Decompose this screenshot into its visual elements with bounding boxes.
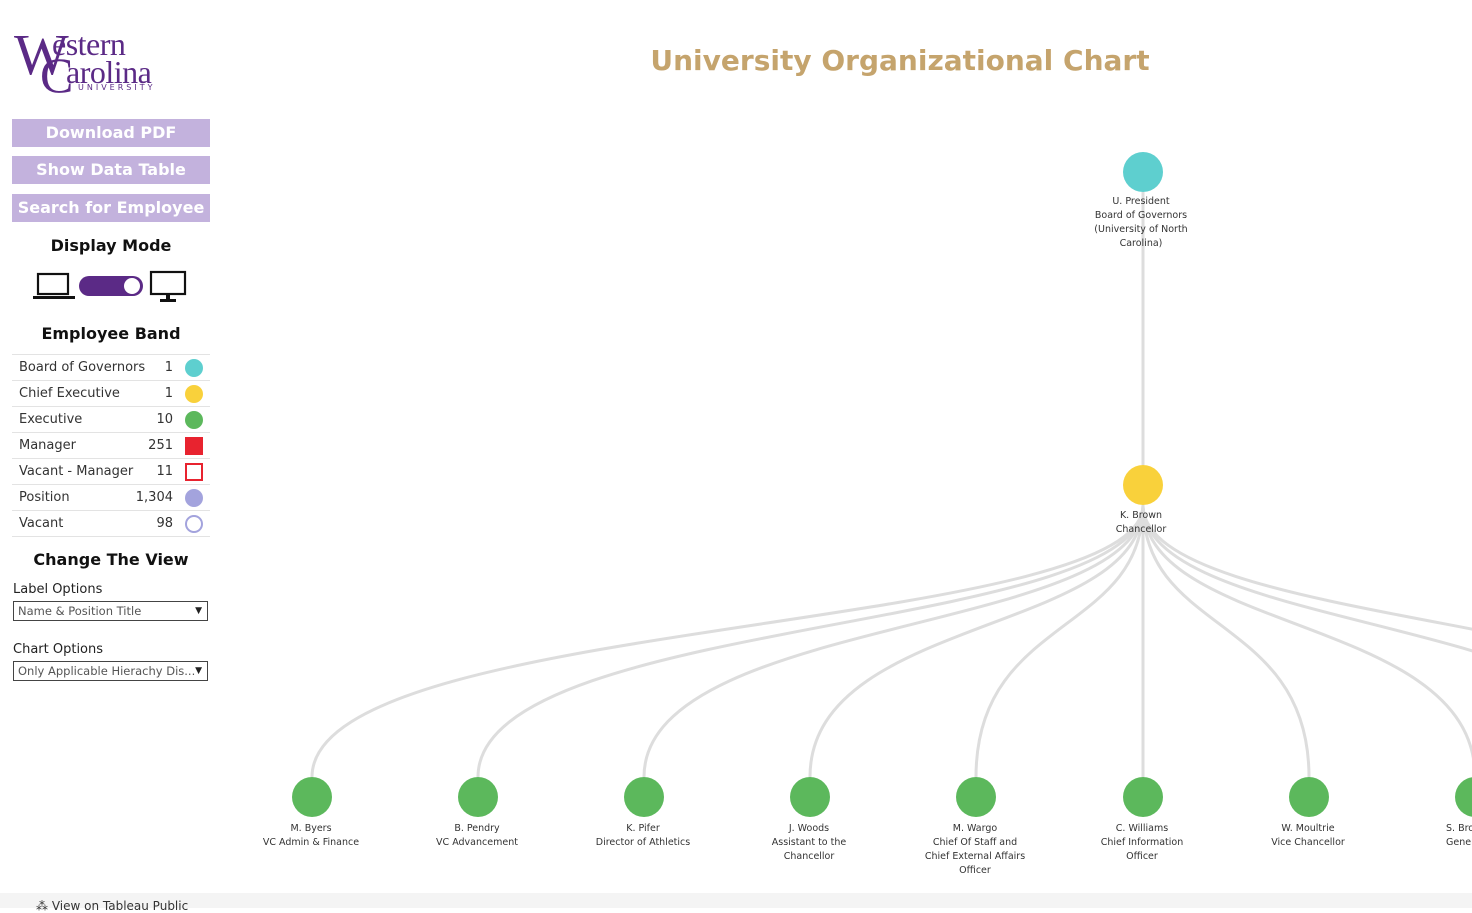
circle-mark-icon <box>185 359 203 377</box>
band-name: Position <box>19 490 70 505</box>
chart-options-select[interactable]: Only Applicable Hierachy Dis... ▼ <box>13 661 208 681</box>
logo-w: W <box>14 22 69 87</box>
org-link <box>974 504 1145 778</box>
org-node-executive[interactable] <box>956 777 996 817</box>
logo-line1: estern <box>52 26 126 62</box>
band-count: 1 <box>164 360 173 375</box>
band-row[interactable]: Chief Executive 1 <box>12 380 210 406</box>
band-row[interactable]: Position 1,304 <box>12 484 210 510</box>
logo-c: C <box>40 47 74 103</box>
org-link <box>310 504 1145 778</box>
band-name: Executive <box>19 412 83 427</box>
circle-mark-icon <box>185 515 203 533</box>
band-count: 251 <box>148 438 173 453</box>
band-row[interactable]: Board of Governors 1 <box>12 354 210 380</box>
band-count: 10 <box>156 412 173 427</box>
chart-options-value: Only Applicable Hierachy Dis... <box>18 664 196 678</box>
square-mark-icon <box>185 437 203 455</box>
org-node-executive[interactable] <box>292 777 332 817</box>
label-options-label: Label Options <box>13 582 103 597</box>
circle-mark-icon <box>185 489 203 507</box>
org-node-executive[interactable] <box>1455 777 1472 817</box>
org-link <box>1141 504 1472 760</box>
org-link <box>476 504 1145 778</box>
band-name: Vacant <box>19 516 64 531</box>
circle-mark-icon <box>185 385 203 403</box>
display-mode-title: Display Mode <box>50 236 172 255</box>
org-link <box>1141 504 1311 778</box>
org-link <box>808 504 1145 778</box>
band-row[interactable]: Vacant - Manager 11 <box>12 458 210 484</box>
band-name: Board of Governors <box>19 360 146 375</box>
logo-line2: arolina <box>66 54 152 90</box>
label-options-value: Name & Position Title <box>18 604 142 618</box>
band-row[interactable]: Vacant 98 <box>12 510 210 537</box>
chart-options-label: Chart Options <box>13 642 104 657</box>
monitor-icon[interactable] <box>149 270 189 304</box>
org-link <box>1141 504 1472 653</box>
org-link <box>1141 504 1472 631</box>
org-node-executive[interactable] <box>1123 777 1163 817</box>
tableau-icon: ⁂ <box>36 899 52 913</box>
org-node-executive-label: S. BroGeneral <box>1446 823 1472 848</box>
laptop-icon[interactable] <box>32 272 76 302</box>
footer-bar: ⁂ View on Tableau Public <box>0 893 1472 913</box>
toggle-knob <box>124 278 140 294</box>
change-view-title: Change The View <box>33 550 189 569</box>
band-count: 11 <box>156 464 173 479</box>
org-node-executive[interactable] <box>624 777 664 817</box>
org-node-executive[interactable] <box>458 777 498 817</box>
show-data-table-button[interactable]: Show Data Table <box>12 156 210 184</box>
download-pdf-button[interactable]: Download PDF <box>12 119 210 147</box>
band-name: Vacant - Manager <box>19 464 134 479</box>
org-node-root[interactable] <box>1123 152 1163 192</box>
logo-university: UNIVERSITY <box>78 83 156 92</box>
page-title: University Organizational Chart <box>650 44 1150 77</box>
band-row[interactable]: Executive 10 <box>12 406 210 432</box>
band-count: 98 <box>156 516 173 531</box>
org-node-executive[interactable] <box>790 777 830 817</box>
display-mode-row <box>32 268 192 304</box>
band-name: Manager <box>19 438 76 453</box>
band-count: 1 <box>164 386 173 401</box>
employee-band-title: Employee Band <box>41 324 181 343</box>
band-row[interactable]: Manager 251 <box>12 432 210 458</box>
wcu-logo: W estern C arolina UNIVERSITY <box>14 22 174 101</box>
band-name: Chief Executive <box>19 386 120 401</box>
footer-link-text: View on Tableau Public <box>51 899 189 913</box>
square-mark-icon <box>185 463 203 481</box>
chevron-down-icon: ▼ <box>195 606 202 616</box>
org-link <box>642 504 1145 778</box>
chevron-down-icon: ▼ <box>195 666 202 676</box>
view-on-tableau-link[interactable]: ⁂ View on Tableau Public <box>36 899 188 913</box>
display-mode-toggle[interactable] <box>79 276 143 296</box>
org-node-chancellor[interactable] <box>1123 465 1163 505</box>
band-count: 1,304 <box>135 490 173 505</box>
circle-mark-icon <box>185 411 203 429</box>
label-options-select[interactable]: Name & Position Title ▼ <box>13 601 208 621</box>
sidebar: W estern C arolina UNIVERSITY Download P… <box>0 0 222 890</box>
search-employee-button[interactable]: Search for Employee <box>12 194 210 222</box>
org-node-executive[interactable] <box>1289 777 1329 817</box>
